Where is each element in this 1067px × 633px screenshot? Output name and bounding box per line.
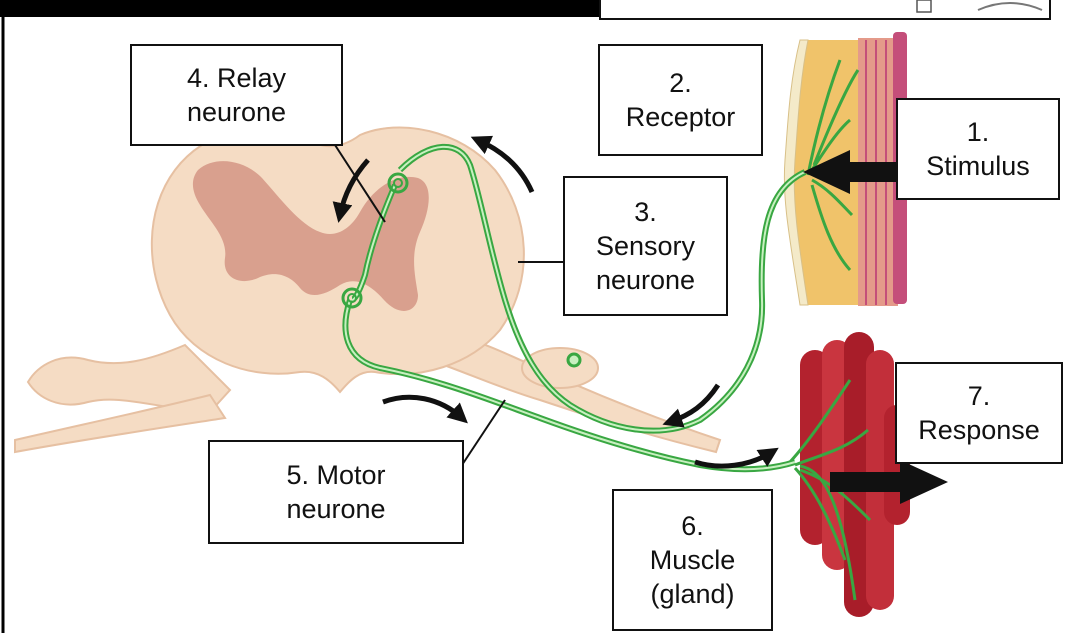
motor-label-line-1: 5. Motor [286,458,385,492]
stimulus-label-line-2: Stimulus [926,149,1030,183]
arrow-sensory-entry [670,385,718,422]
ganglion-cell-body [568,354,580,366]
response-label-line-2: Response [918,413,1040,447]
relay-label-line-2: neurone [187,95,286,129]
arrow-motor-exit [383,397,462,418]
motor-pointer-line [462,400,505,465]
muscle-label: 6. Muscle (gland) [612,489,773,631]
stimulus-label-line-1: 1. [967,115,990,149]
muscle-label-line-2: Muscle [650,543,736,577]
relay-neurone-label: 4. Relay neurone [130,44,343,146]
response-label: 7. Response [895,362,1063,464]
muscle-label-line-3: (gland) [650,577,734,611]
response-label-line-1: 7. [968,379,991,413]
receptor-label: 2. Receptor [598,44,763,156]
sensory-label-line-3: neurone [596,263,695,297]
relay-label-line-1: 4. Relay [187,61,286,95]
stimulus-label: 1. Stimulus [896,98,1060,200]
spinal-nerve-left-lower [15,395,225,452]
motor-label-line-2: neurone [286,492,385,526]
sensory-label-line-2: Sensory [596,229,695,263]
sensory-label-line-1: 3. [634,195,657,229]
receptor-label-line-1: 2. [669,66,692,100]
muscle-label-line-1: 6. [681,509,704,543]
receptor-label-line-2: Receptor [626,100,736,134]
arrow-to-muscle [695,452,772,466]
motor-neurone-label: 5. Motor neurone [208,440,464,544]
top-right-window-remnant [600,0,1050,19]
top-black-bar [0,0,600,17]
sensory-neurone-label: 3. Sensory neurone [563,176,728,316]
